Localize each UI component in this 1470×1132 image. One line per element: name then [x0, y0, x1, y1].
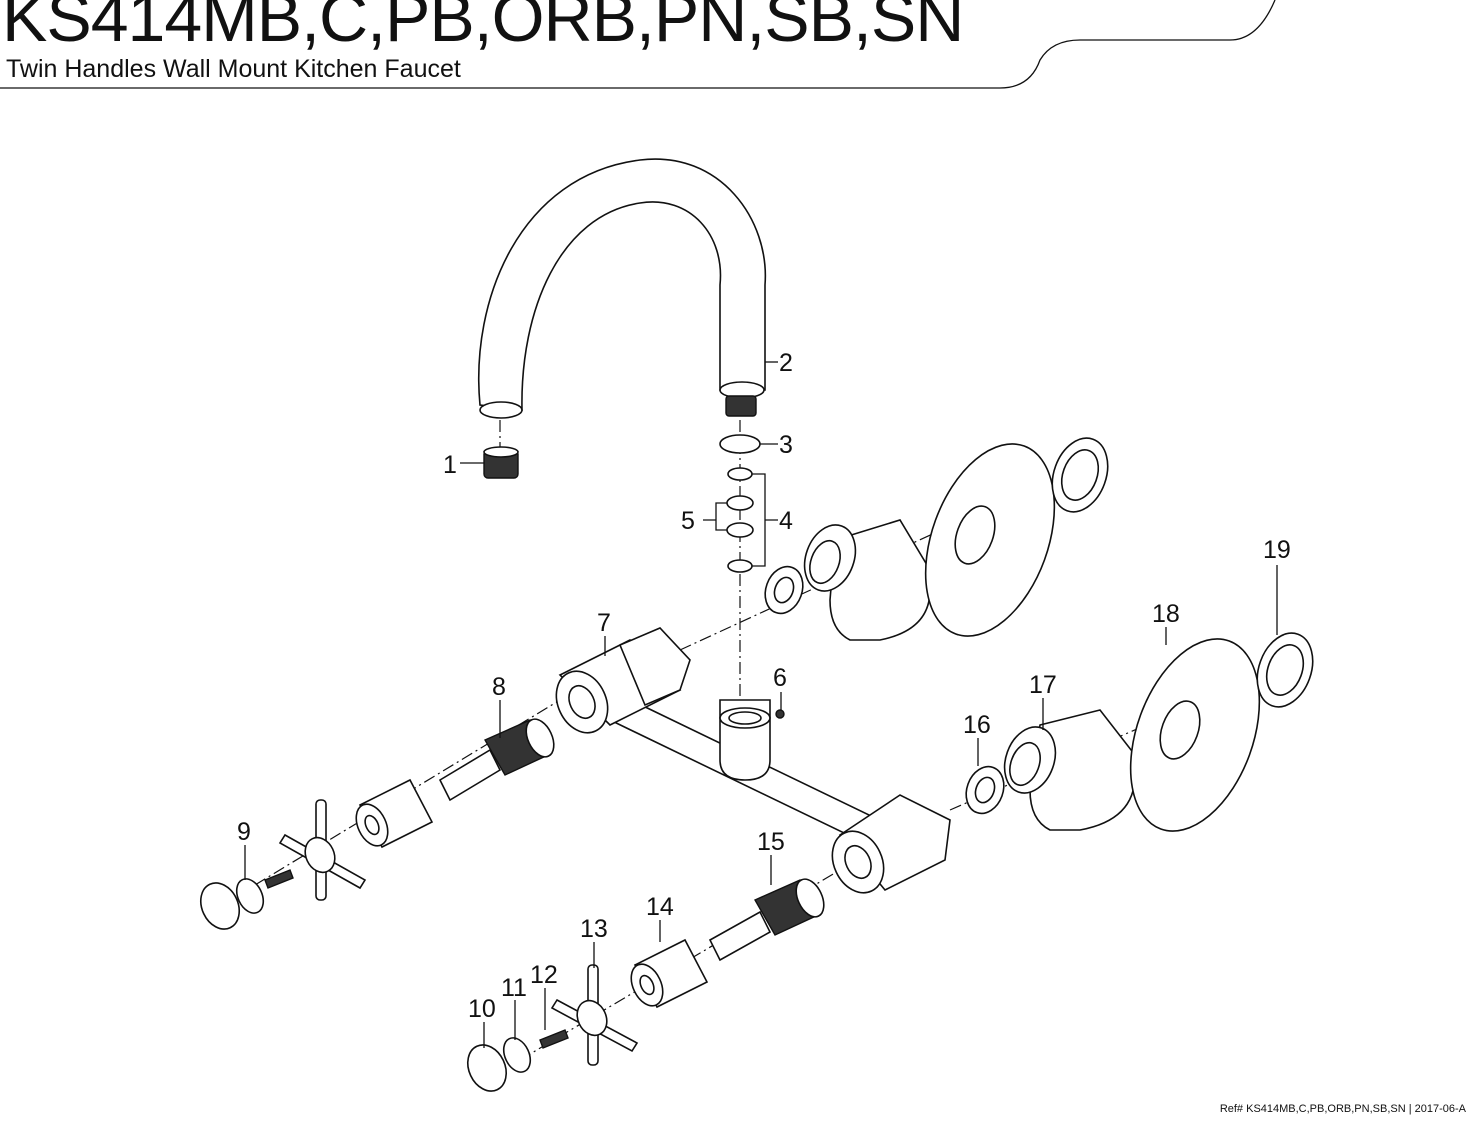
upper-lock-nut [764, 565, 804, 615]
washer-4b [727, 559, 753, 573]
callout-7: 7 [597, 609, 611, 637]
leader-5 [703, 502, 727, 531]
lower-escutcheon [1129, 638, 1261, 832]
washer-5a [726, 495, 754, 511]
callout-14: 14 [646, 893, 674, 921]
callout-9: 9 [237, 818, 251, 846]
lower-lock-nut [965, 765, 1005, 815]
right-handle-screw [539, 1029, 569, 1049]
callout-17: 17 [1029, 671, 1057, 699]
callout-11: 11 [501, 974, 527, 1002]
upper-escutcheon [924, 443, 1056, 637]
header-frame-line [0, 0, 1276, 89]
callout-10: 10 [468, 995, 496, 1023]
leader-4 [752, 473, 778, 567]
reference-footer: Ref# KS414MB,C,PB,ORB,PN,SB,SN | 2017-06… [1219, 1103, 1466, 1115]
callout-12: 12 [530, 961, 558, 989]
right-index-cap [466, 1044, 508, 1092]
callout-18: 18 [1152, 600, 1180, 628]
aerator [483, 446, 519, 479]
left-cartridge [438, 718, 555, 802]
spout [478, 158, 767, 419]
right-cartridge [708, 878, 825, 962]
right-handle-sleeve [630, 938, 709, 1009]
left-handle-sleeve [355, 778, 434, 849]
left-cross-handle [278, 799, 367, 901]
callout-8: 8 [492, 673, 506, 701]
lower-trim-ring [1256, 632, 1314, 708]
spout-connector [725, 395, 757, 417]
left-handle-screw [264, 869, 294, 889]
callout-2: 2 [779, 349, 793, 377]
washer-5b [726, 522, 754, 538]
washer-4a [727, 467, 753, 481]
set-screw [775, 709, 785, 719]
o-ring-3 [719, 434, 761, 454]
callout-16: 16 [963, 711, 991, 739]
callout-4: 4 [779, 507, 793, 535]
left-o-ring [235, 878, 265, 914]
callout-5: 5 [681, 507, 695, 535]
callout-3: 3 [779, 431, 793, 459]
upper-trim-ring [1051, 437, 1109, 513]
right-o-ring [502, 1037, 532, 1073]
callout-13: 13 [580, 915, 608, 943]
left-index-cap [199, 882, 241, 930]
model-title: KS414MB,C,PB,ORB,PN,SB,SN [2, 0, 964, 56]
lower-wall-elbow [1003, 709, 1136, 831]
product-subtitle: Twin Handles Wall Mount Kitchen Faucet [6, 55, 461, 83]
callout-19: 19 [1263, 536, 1291, 564]
upper-wall-elbow [803, 519, 931, 641]
callout-6: 6 [773, 664, 787, 692]
faucet-body [555, 627, 951, 894]
callout-1: 1 [443, 451, 457, 479]
right-cross-handle [550, 964, 639, 1066]
callout-15: 15 [757, 828, 785, 856]
